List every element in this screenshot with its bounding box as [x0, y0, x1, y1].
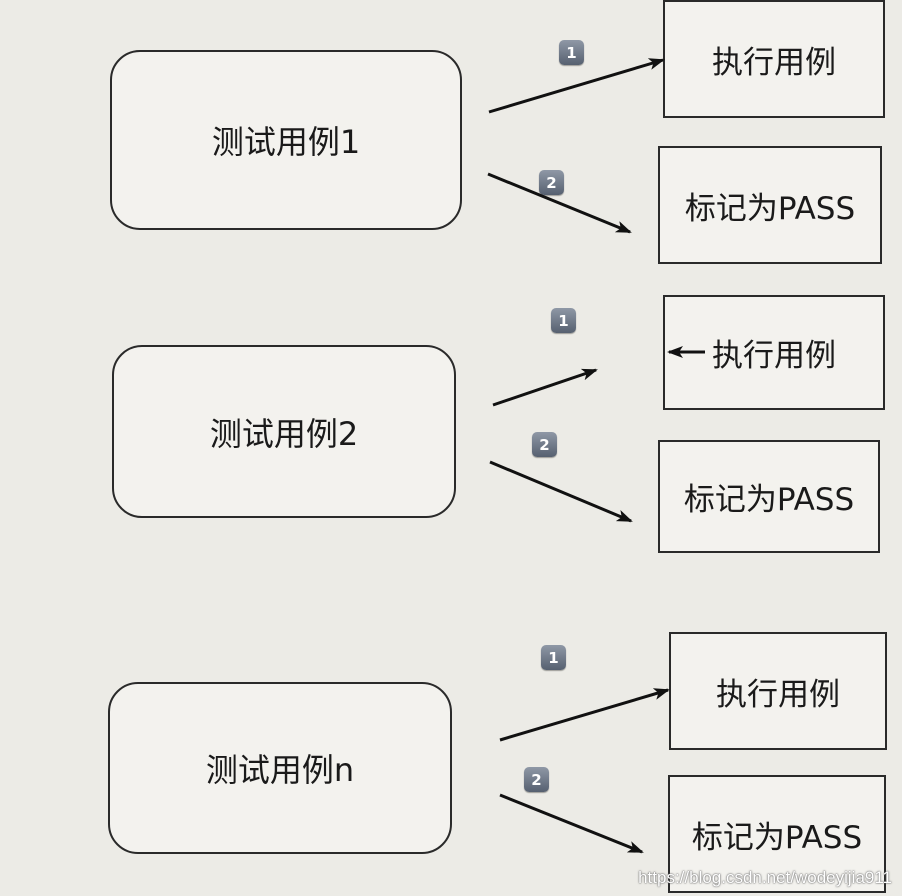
test-case-2-box: 测试用例2: [112, 345, 456, 518]
test-case-n-box: 测试用例n: [108, 682, 452, 854]
mark-pass-1-box: 标记为PASS: [658, 146, 882, 264]
execute-case-n-box: 执行用例: [669, 632, 887, 750]
arrow-to-execute-n: [499, 688, 670, 742]
step-2-badge: 2: [524, 767, 549, 792]
mark-pass-n-box: 标记为PASS: [668, 775, 886, 893]
arrow-to-execute-1: [488, 58, 665, 114]
arrow-to-execute-2: [492, 368, 598, 407]
step-2-badge: 2: [532, 432, 557, 457]
step-2-badge: 2: [539, 170, 564, 195]
arrow-to-mark-pass-n: [499, 793, 644, 854]
arrow-to-mark-pass-1: [487, 172, 632, 234]
execute-case-1-box: 执行用例: [663, 0, 885, 118]
step-1-badge: 1: [559, 40, 584, 65]
arrow-to-mark-pass-2: [489, 460, 633, 523]
watermark: https://blog.csdn.net/wodeyijia911: [638, 868, 892, 887]
test-case-1-box: 测试用例1: [110, 50, 462, 230]
step-1-badge: 1: [551, 308, 576, 333]
mark-pass-2-box: 标记为PASS: [658, 440, 880, 553]
step-1-badge: 1: [541, 645, 566, 670]
